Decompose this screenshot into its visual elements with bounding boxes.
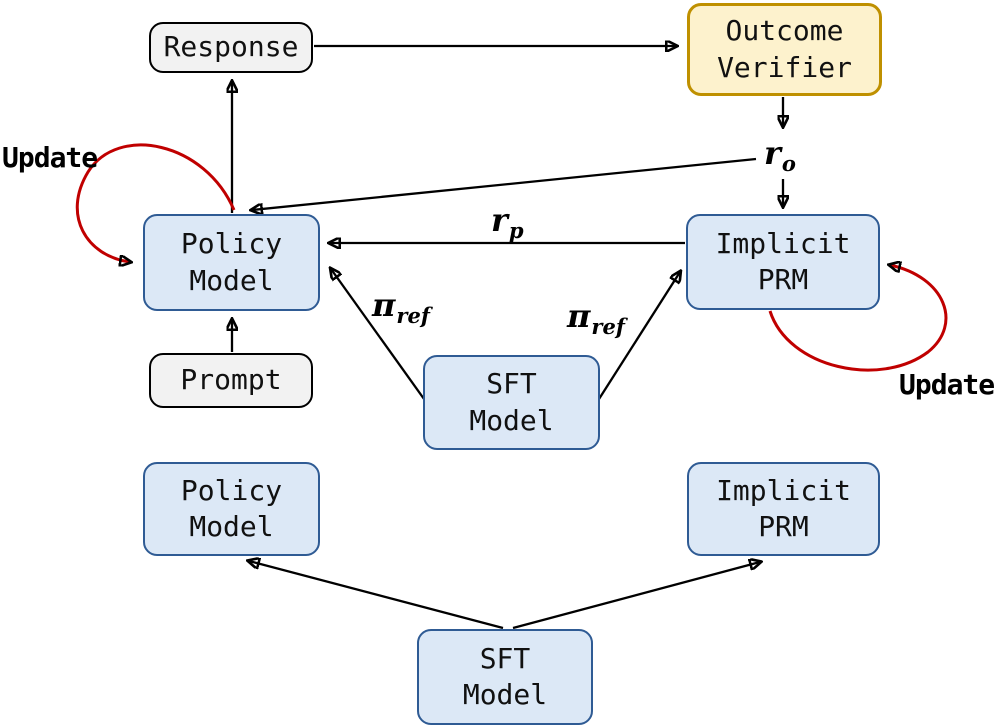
policy-model-bottom-line2: Model	[189, 510, 274, 543]
outcome-verifier-line1: Outcome	[725, 14, 844, 48]
reward-rp-label: rp	[491, 201, 524, 243]
update-self-loop-policy-model	[75, 143, 236, 262]
policy-model-bottom-line1: Policy	[180, 473, 283, 507]
implicit-prm-bottom-line2: PRM	[758, 510, 809, 543]
outcome-verifier-box: Outcome Verifier	[687, 3, 882, 96]
arrow-ro-to-policy-model	[252, 157, 757, 210]
policy-model-top-line2: Model	[189, 263, 274, 297]
pi-ref-left-label: πref	[372, 286, 430, 328]
update-self-loop-implicit-prm	[768, 265, 948, 372]
pi-ref-right-base: π	[567, 297, 591, 335]
prompt-box: Prompt	[149, 353, 313, 408]
reward-ro-sub: o	[781, 151, 796, 176]
reward-ro-base: r	[764, 134, 781, 172]
reward-rp-base: r	[491, 201, 508, 239]
pi-ref-left-sub: ref	[396, 303, 430, 328]
implicit-prm-top-line1: Implicit	[715, 226, 851, 260]
implicit-prm-top-line2: PRM	[757, 263, 809, 296]
sft-model-bottom-line1: SFT	[479, 641, 531, 675]
sft-model-bottom-box: SFT Model	[417, 629, 593, 725]
reward-ro-label: ro	[764, 134, 796, 176]
sft-model-mid-line2: Model	[469, 403, 554, 437]
response-box: Response	[149, 22, 313, 73]
arrow-sft-bottom-to-policy-model-bottom	[249, 561, 504, 630]
update-label-right: Update	[899, 368, 995, 401]
outcome-verifier-line2: Verifier	[717, 50, 852, 84]
reward-rp-sub: p	[508, 218, 524, 243]
policy-model-top-box: Policy Model	[143, 214, 320, 311]
implicit-prm-bottom-line1: Implicit	[716, 473, 851, 507]
pi-ref-right-label: πref	[567, 297, 625, 339]
sft-model-mid-line1: SFT	[486, 367, 537, 401]
pi-ref-right-sub: ref	[591, 314, 625, 339]
arrow-sft-bottom-to-implicit-prm-bottom	[512, 562, 760, 630]
pi-ref-left-base: π	[372, 286, 396, 324]
arrow-piref-sft-to-implicit-prm	[598, 272, 680, 400]
sft-model-mid-box: SFT Model	[423, 355, 600, 450]
response-label: Response	[163, 30, 299, 64]
implicit-prm-bottom-box: Implicit PRM	[687, 462, 880, 556]
sft-model-bottom-line2: Model	[462, 678, 548, 711]
policy-model-top-line1: Policy	[180, 227, 283, 261]
policy-model-bottom-box: Policy Model	[143, 462, 320, 556]
prompt-label: Prompt	[180, 363, 282, 397]
update-label-left: Update	[2, 141, 98, 174]
implicit-prm-top-box: Implicit PRM	[686, 214, 880, 310]
arrow-piref-sft-to-policy-model	[331, 269, 425, 400]
